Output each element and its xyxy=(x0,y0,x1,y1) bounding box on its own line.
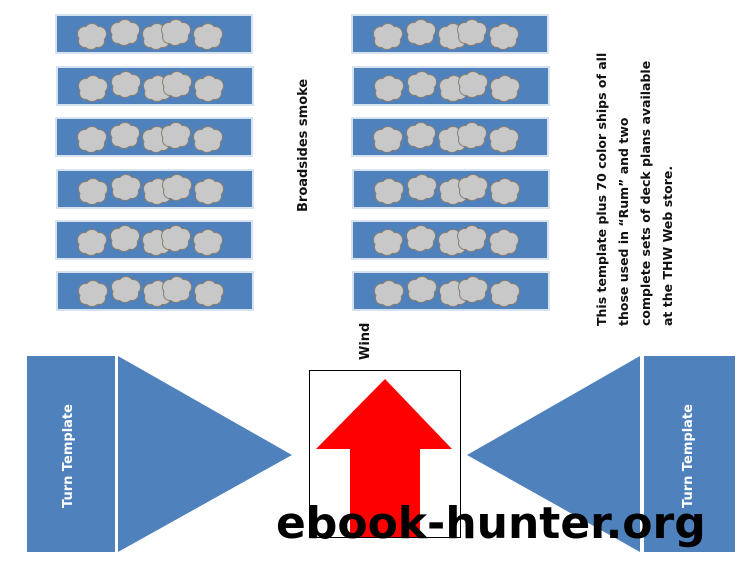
smoke-strip xyxy=(352,66,550,106)
smoke-cloud-icon xyxy=(458,71,488,98)
smoke-cloud-icon xyxy=(193,229,223,256)
smoke-cloud-icon xyxy=(407,71,437,98)
smoke-strip xyxy=(351,220,549,260)
smoke-cloud-icon xyxy=(111,276,141,303)
smoke-strip xyxy=(55,220,253,260)
smoke-cloud-icon xyxy=(457,19,487,46)
smoke-cloud-icon xyxy=(407,174,437,201)
smoke-strip xyxy=(55,14,253,54)
smoke-cloud-icon xyxy=(77,23,107,50)
smoke-cloud-icon xyxy=(110,122,140,149)
smoke-cloud-icon xyxy=(162,276,192,303)
smoke-cloud-icon xyxy=(78,75,108,102)
smoke-cloud-icon xyxy=(489,229,519,256)
smoke-strip xyxy=(56,271,254,311)
smoke-cloud-icon xyxy=(406,122,436,149)
smoke-cloud-icon xyxy=(78,178,108,205)
smoke-cloud-icon xyxy=(111,174,141,201)
smoke-cloud-icon xyxy=(110,225,140,252)
smoke-cloud-icon xyxy=(143,280,173,307)
smoke-cloud-icon xyxy=(194,280,224,307)
smoke-cloud-icon xyxy=(374,75,404,102)
smoke-cloud-icon xyxy=(438,229,468,256)
turn-template-right xyxy=(644,356,735,552)
smoke-strip xyxy=(56,169,254,209)
smoke-cloud-icon xyxy=(490,75,520,102)
smoke-cloud-icon xyxy=(110,19,140,46)
smoke-cloud-icon xyxy=(78,280,108,307)
smoke-cloud-icon xyxy=(162,174,192,201)
smoke-cloud-icon xyxy=(161,122,191,149)
smoke-cloud-icon xyxy=(489,23,519,50)
smoke-cloud-icon xyxy=(111,71,141,98)
smoke-strip xyxy=(56,66,254,106)
turn-template-left xyxy=(27,356,115,552)
smoke-cloud-icon xyxy=(193,23,223,50)
smoke-cloud-icon xyxy=(407,276,437,303)
wind-direction-box xyxy=(309,370,461,538)
smoke-strip xyxy=(55,117,253,157)
smoke-cloud-icon xyxy=(161,19,191,46)
smoke-cloud-icon xyxy=(457,122,487,149)
smoke-strip xyxy=(351,14,549,54)
watermark: ebook-hunter.org xyxy=(276,498,706,549)
smoke-cloud-icon xyxy=(373,126,403,153)
smoke-cloud-icon xyxy=(77,126,107,153)
smoke-cloud-icon xyxy=(458,276,488,303)
smoke-cloud-icon xyxy=(373,23,403,50)
turn-template-right-label: Turn Template xyxy=(681,404,696,508)
smoke-cloud-icon xyxy=(162,71,192,98)
smoke-cloud-icon xyxy=(193,126,223,153)
smoke-cloud-icon xyxy=(374,280,404,307)
smoke-cloud-icon xyxy=(406,225,436,252)
smoke-cloud-icon xyxy=(194,75,224,102)
smoke-cloud-icon xyxy=(490,178,520,205)
smoke-cloud-icon xyxy=(194,178,224,205)
wind-arrow-icon xyxy=(316,379,452,537)
smoke-strip xyxy=(351,117,549,157)
smoke-cloud-icon xyxy=(490,280,520,307)
smoke-strip xyxy=(352,271,550,311)
smoke-strip xyxy=(352,169,550,209)
smoke-cloud-icon xyxy=(373,229,403,256)
smoke-cloud-icon xyxy=(161,225,191,252)
smoke-cloud-icon xyxy=(406,19,436,46)
smoke-cloud-icon xyxy=(77,229,107,256)
smoke-cloud-icon xyxy=(374,178,404,205)
smoke-cloud-icon xyxy=(457,225,487,252)
smoke-cloud-icon xyxy=(489,126,519,153)
smoke-cloud-icon xyxy=(458,174,488,201)
